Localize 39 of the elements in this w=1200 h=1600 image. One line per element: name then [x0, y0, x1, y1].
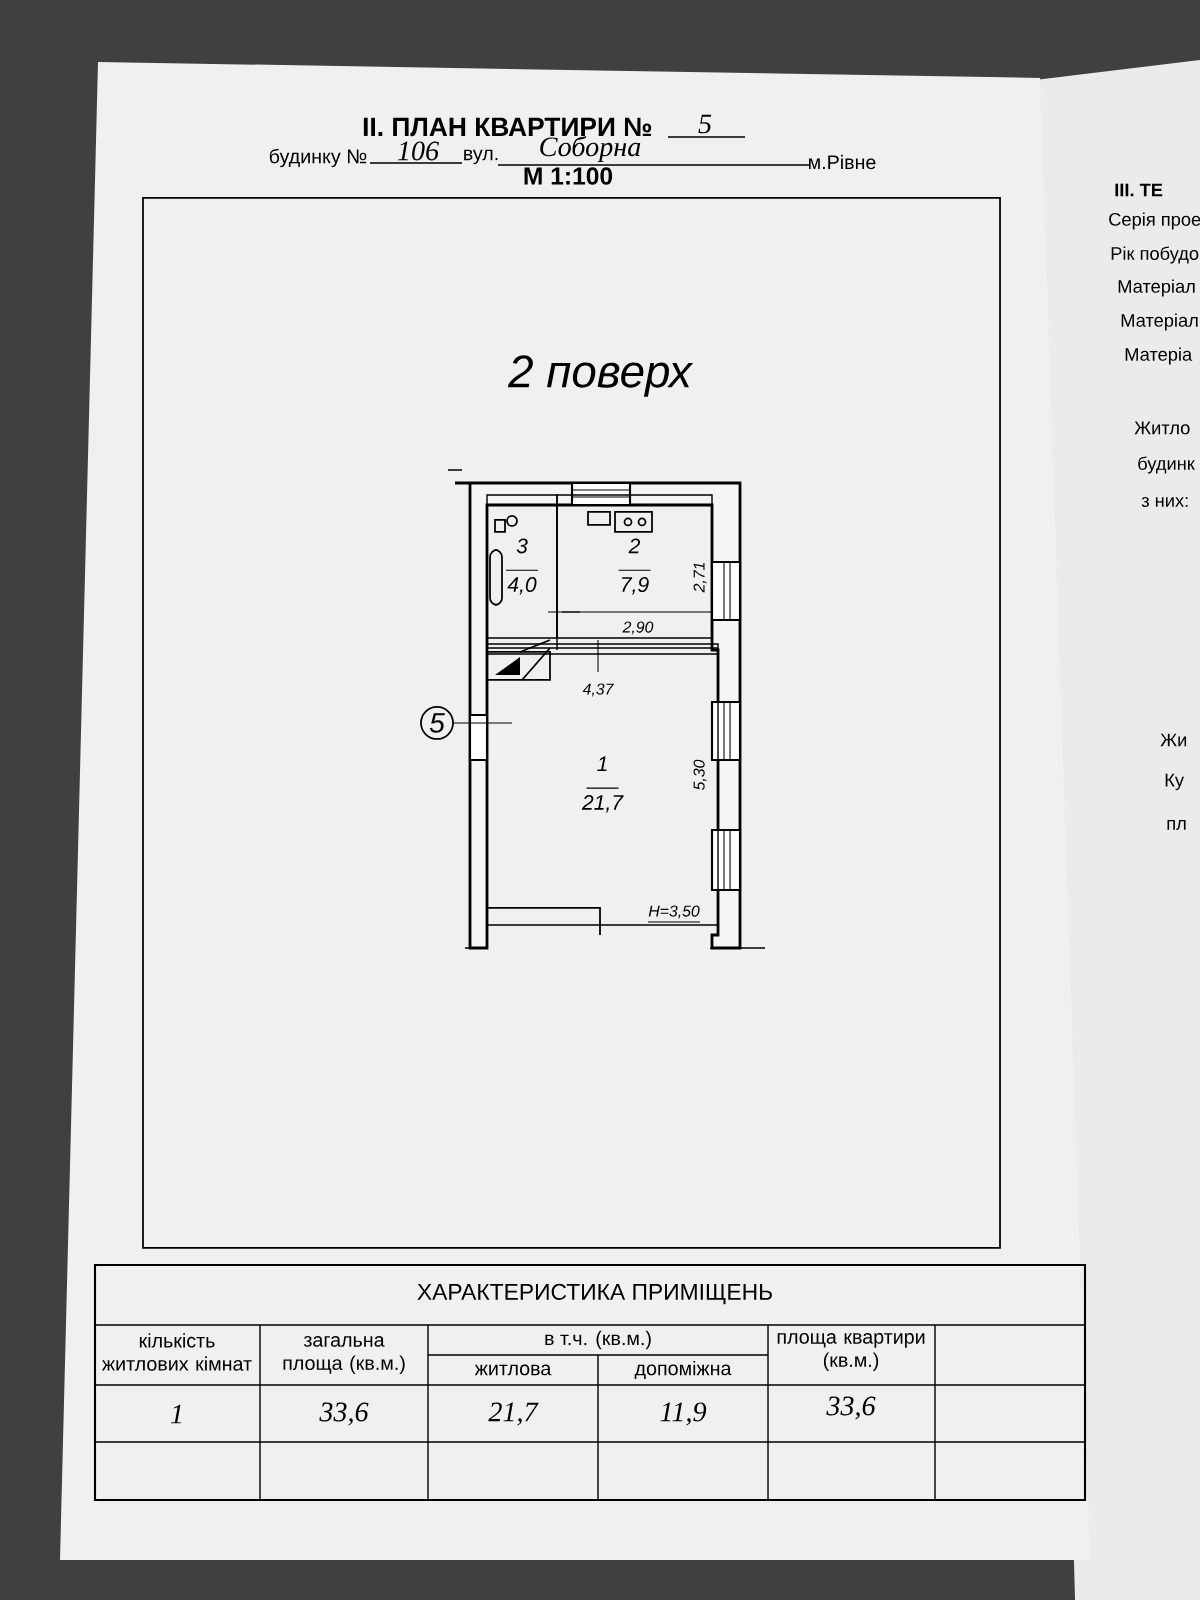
page-text: Серія прое [1109, 212, 1200, 230]
page-text: Рік побудо [1111, 246, 1199, 264]
page-text: з них: [1141, 496, 1188, 507]
page-text: Жи [1160, 733, 1187, 747]
table-cell: 11,9 [660, 1402, 707, 1426]
table-cell: 1 [170, 1404, 181, 1424]
dimension-label: 2,71 [693, 562, 707, 593]
heading: II. ПЛАН КВАРТИРИ № [363, 117, 652, 137]
column-header: кількість житлових кімнат [102, 1333, 252, 1371]
page-text: Матеріа [1125, 347, 1193, 365]
table-heading: ХАРАКТЕРИСТИКА ПРИМІЩЕНЬ [417, 1283, 772, 1305]
column-header: площа квартири (кв.м.) [777, 1333, 925, 1371]
room: 3 4,0 [486, 494, 558, 639]
field-label: м.Рівне [809, 154, 876, 170]
page-text: Ку [1165, 773, 1184, 791]
handwritten-text: Соборна [540, 135, 641, 163]
column-header: в т.ч. (кв.м.) [545, 1330, 651, 1350]
column-header: житлова [474, 1364, 552, 1376]
table-cell: 33,6 [319, 1402, 369, 1426]
field-label: будинку № [269, 148, 367, 168]
page-text: будинк [1138, 456, 1195, 474]
page-text: III. ТЕ [1115, 183, 1163, 197]
column-header: допоміжна [634, 1360, 732, 1380]
handwritten-text: 5 [698, 114, 712, 134]
dimension-label: 4,37 [582, 683, 614, 697]
field-label: вул. [464, 149, 498, 165]
height-label: H=3,50 [648, 905, 700, 919]
page-text: Матеріал [1121, 313, 1198, 331]
table-cell: 21,7 [488, 1402, 539, 1426]
dimension-label: 5,30 [693, 759, 707, 791]
floor-label: 2 поверх [507, 355, 694, 397]
dimension-label: 2,90 [622, 621, 654, 635]
scale-label: М 1:100 [524, 167, 613, 185]
column-header: загальна площа (кв.м.) [283, 1336, 405, 1374]
page-text: Житло [1134, 421, 1190, 435]
table-cell: 33,6 [826, 1396, 876, 1420]
page-text: пл [1167, 820, 1186, 830]
handwritten-text: 106 [397, 141, 439, 161]
page-text: Матеріал [1118, 279, 1195, 297]
